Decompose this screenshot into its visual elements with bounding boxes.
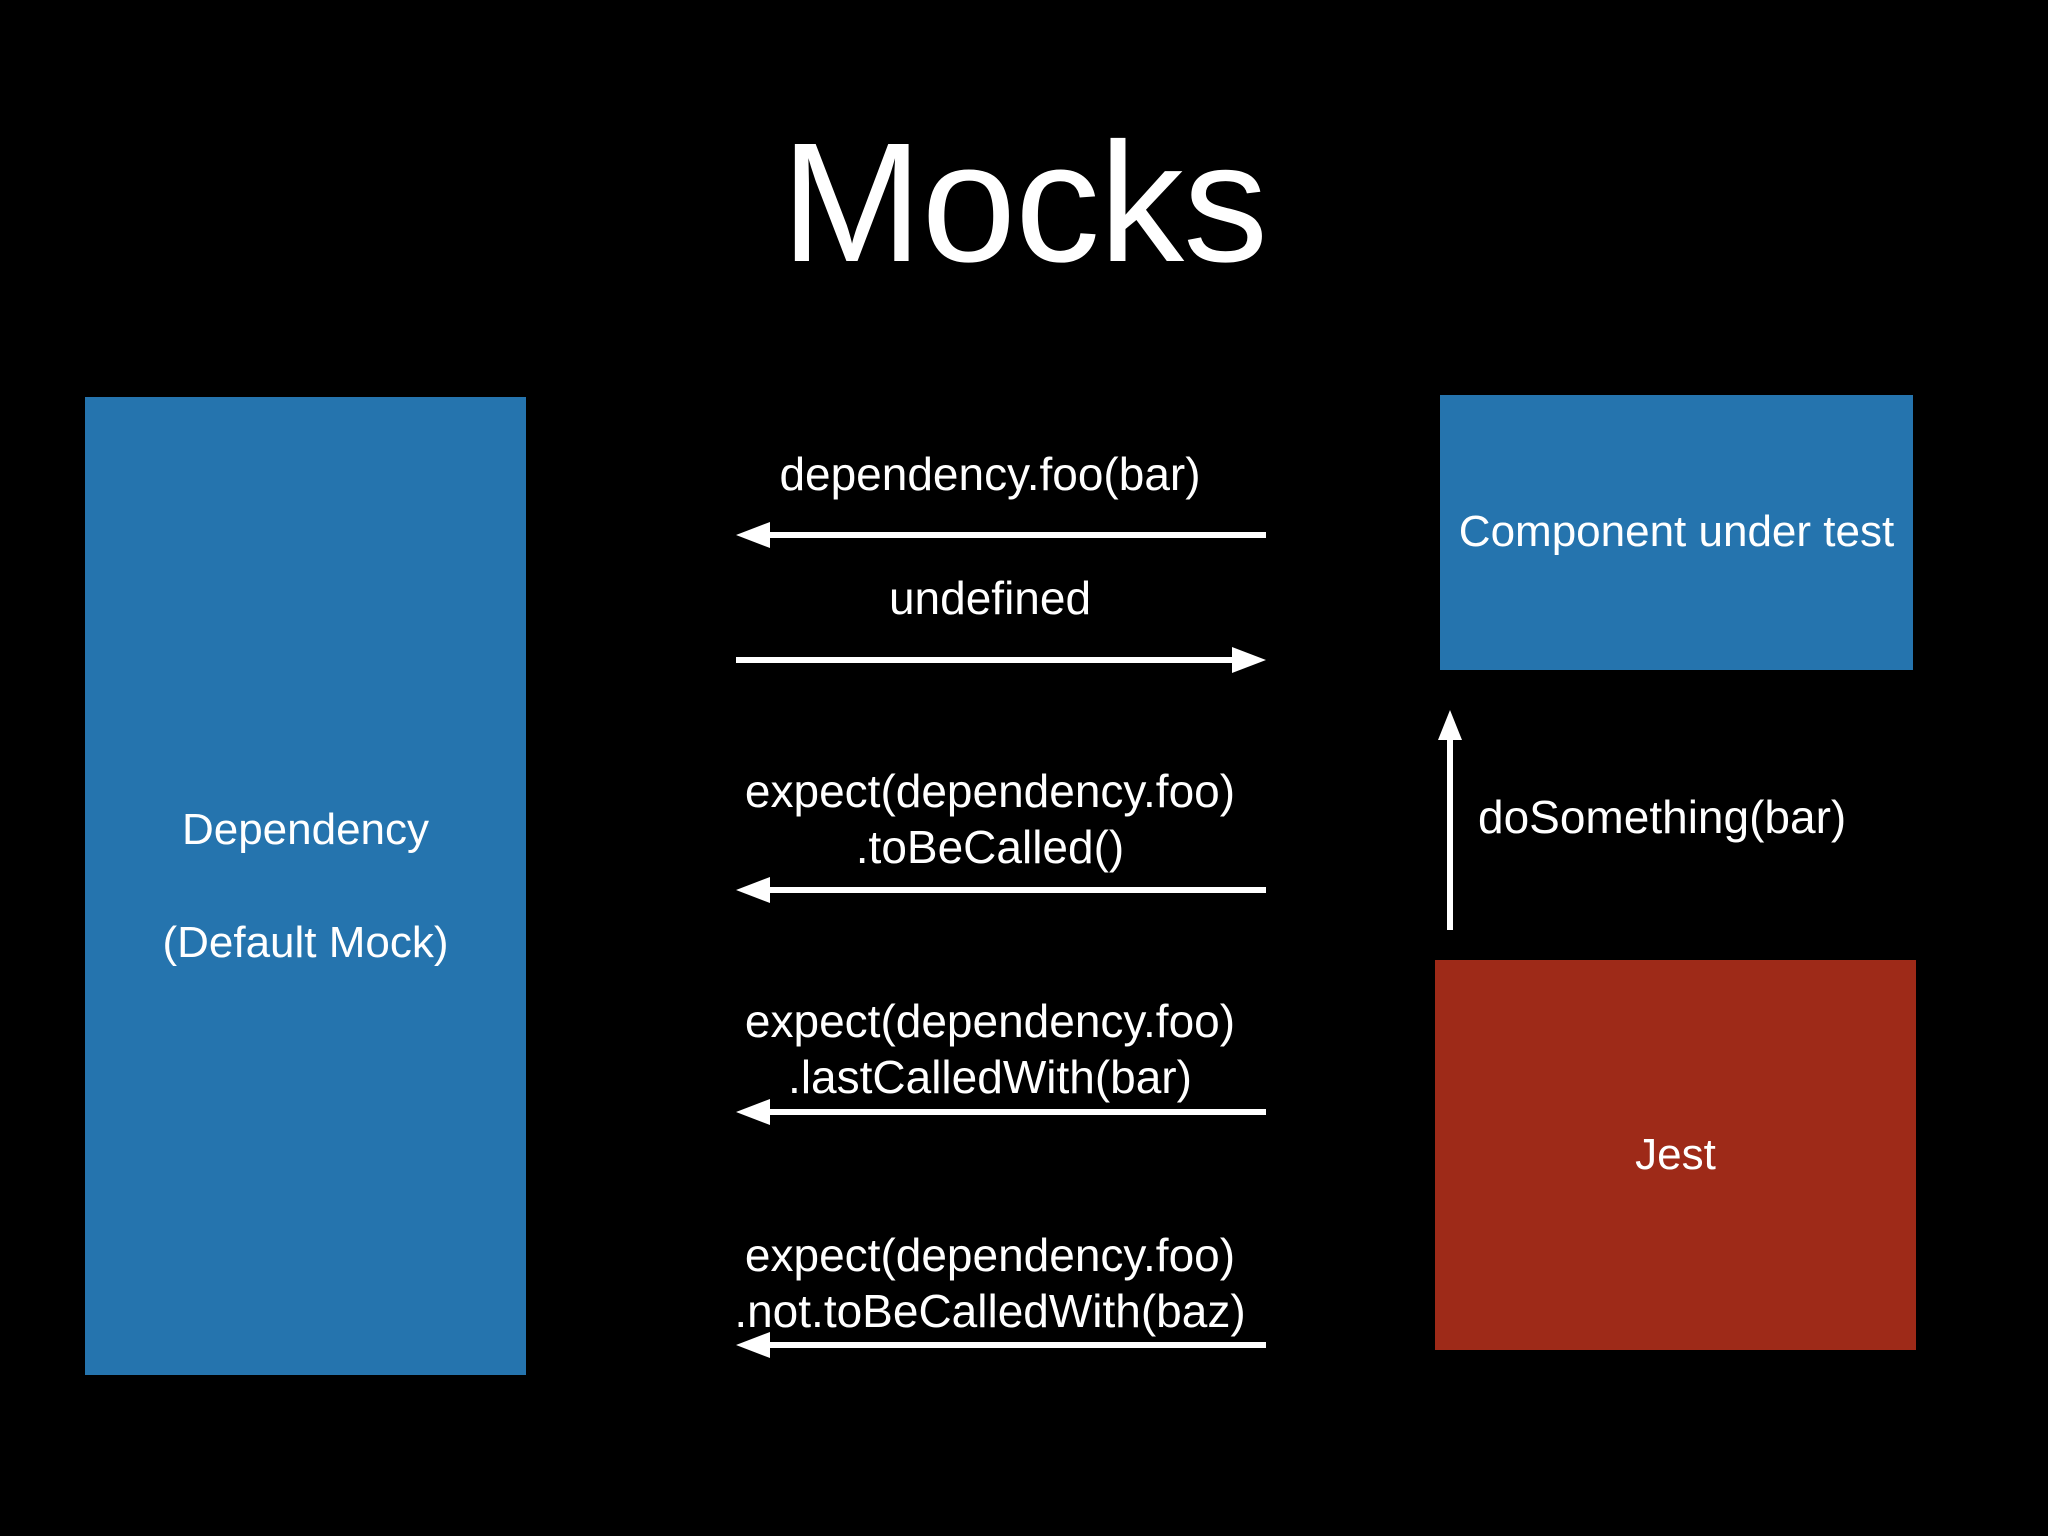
actor-label-jest: Jest	[1635, 1130, 1716, 1180]
arrow-left-dependency-foo-call	[736, 522, 1266, 548]
arrow-right-undefined-return	[736, 647, 1266, 673]
arrow-left-expect-tobecalled	[736, 877, 1266, 903]
message-label-expect-lastcalledwith: expect(dependency.foo) .lastCalledWith(b…	[744, 995, 1236, 1104]
message-label-dependency-foo-call: dependency.foo(bar)	[779, 448, 1201, 500]
arrow-left-expect-not-tobecalledwith	[736, 1332, 1266, 1358]
arrow-up-do-something	[1436, 710, 1464, 930]
message-label-expect-tobecalled: expect(dependency.foo) .toBeCalled()	[744, 765, 1236, 874]
actor-label-dependency-subtitle: (Default Mock)	[162, 918, 449, 967]
page-title: Mocks	[780, 108, 1268, 298]
actor-label-component-under-test: Component under test	[1458, 507, 1895, 557]
message-label-expect-not-tobecalledwith: expect(dependency.foo) .not.toBeCalledWi…	[734, 1229, 1246, 1338]
message-label-undefined-return: undefined	[888, 572, 1092, 624]
actor-box-component-under-test: Component under test	[1440, 395, 1913, 670]
actor-label-dependency-name: Dependency	[181, 805, 430, 854]
actor-box-jest: Jest	[1435, 960, 1916, 1350]
arrow-left-expect-lastcalledwith	[736, 1099, 1266, 1125]
message-label-do-something: doSomething(bar)	[1478, 791, 1847, 843]
actor-box-dependency: Dependency (Default Mock)	[85, 397, 526, 1375]
